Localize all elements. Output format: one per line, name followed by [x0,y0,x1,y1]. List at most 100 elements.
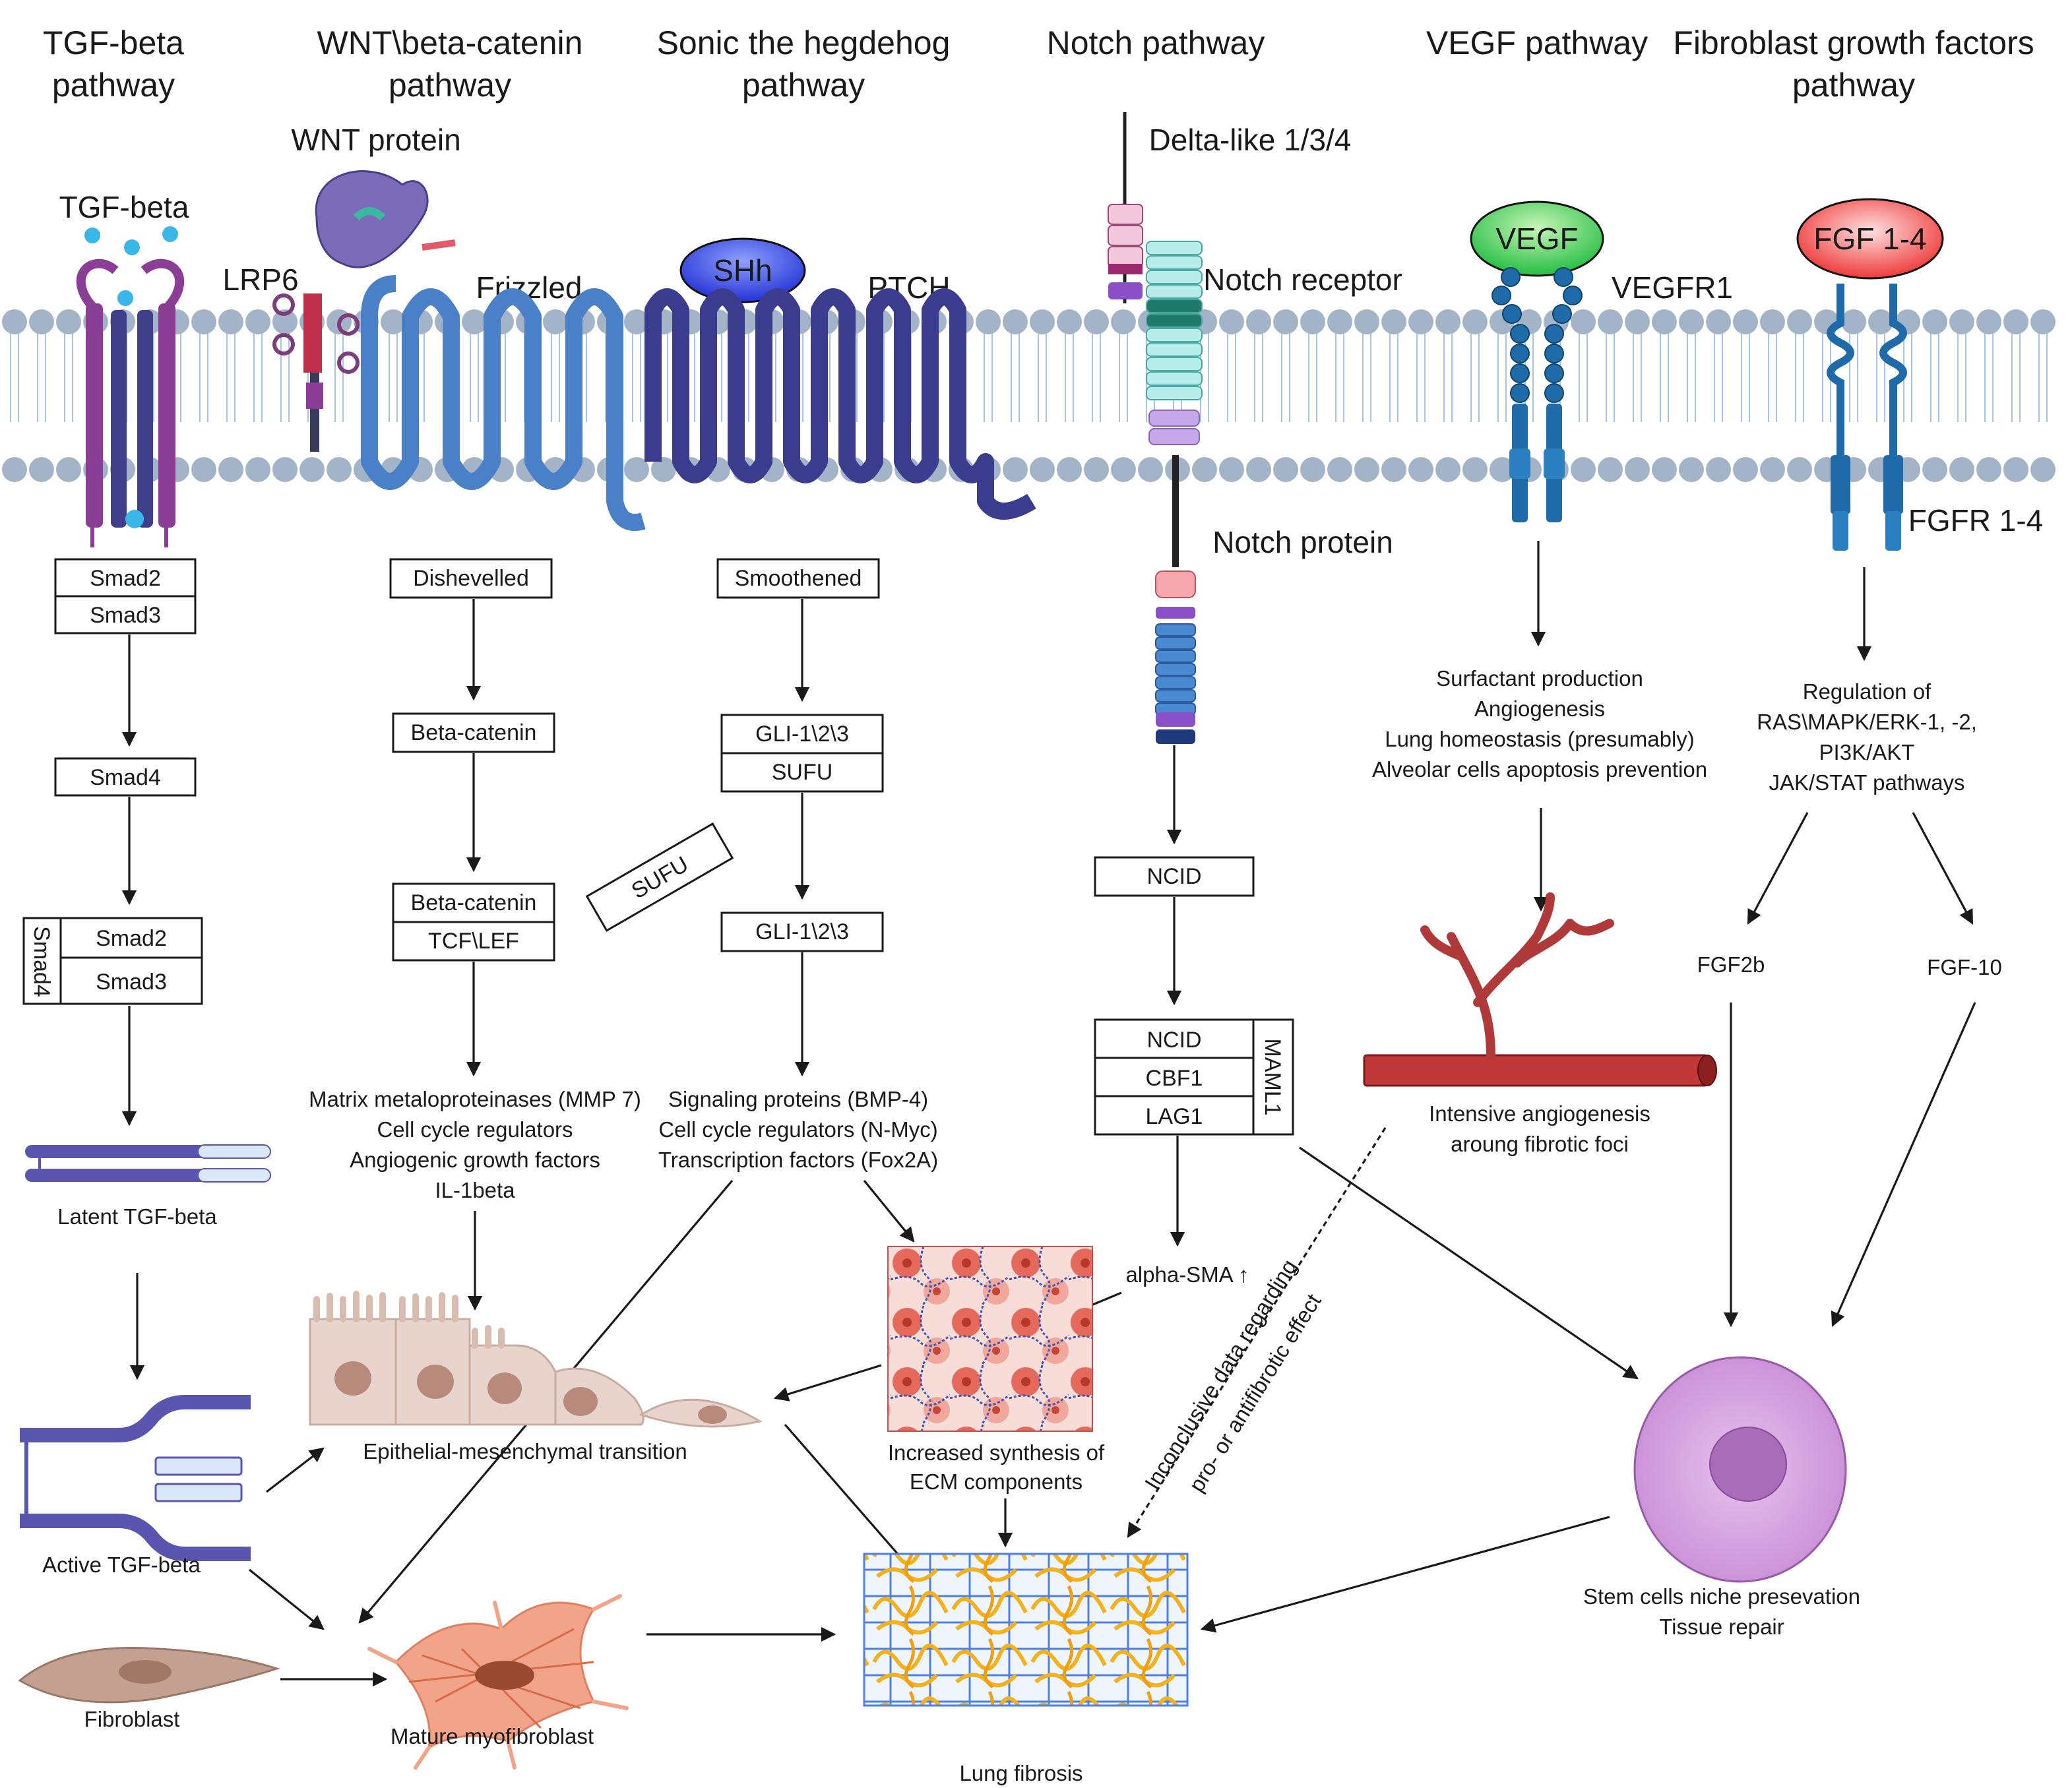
fgf-receptor: FGF 1-4 FGFR 1-4 [1796,198,2043,551]
lag1-box [1094,1095,1255,1136]
angiogenesis-line-1: Intensive angiogenesis [1429,1101,1650,1126]
gli-free-text: GLI-1\2\3 [755,919,849,944]
shh-column: Smoothened GLI-1\2\3 SUFU SUFU GLI-1\2\3… [358,558,938,1624]
cbf1-box [1094,1057,1255,1097]
label-fgfr: FGFR 1-4 [1908,503,2043,538]
tgf-beta-receptor: TGF-beta [59,190,189,547]
stem-cell-icon [1633,1356,1847,1583]
vegf-column: Surfactant production Angiogenesis Lung … [1363,541,1717,1156]
shh-ptch-complex: SHh PTCH [644,237,1036,520]
ncid-text: NCID [1146,864,1201,889]
label-lrp6: LRP6 [222,262,298,297]
wnt-protein-shape [315,170,429,268]
shh-effect-3: Transcription factors (Fox2A) [658,1148,938,1172]
lag1-text: LAG1 [1146,1104,1203,1129]
outcomes: Epithelial-mesenchymal transition Mature… [248,1246,1189,1785]
label-fgf: FGF 1-4 [1813,222,1926,256]
header-fgf-line1: Fibroblast growth factors [1673,24,2034,61]
smad2-text: Smad2 [90,566,161,591]
label-notch-receptor: Notch receptor [1203,262,1402,297]
stem-line-1: Stem cells niche presevation [1583,1584,1860,1609]
blood-vessel-icon [1363,892,1717,1087]
shh-effect-1: Signaling proteins (BMP-4) [668,1087,928,1111]
smad3-box [54,595,197,634]
alpha-sma-text: alpha-SMA ↑ [1125,1262,1249,1287]
wnt-effect-2: Cell cycle regulators [377,1117,573,1142]
lung-fibrosis-text: Lung fibrosis [959,1761,1083,1785]
tcf-lef-box [392,921,555,962]
complex-smad2-box [59,917,203,959]
fgf-column: Regulation of RAS\MAPK/ERK-1, -2, PI3K/A… [1200,567,2002,1639]
label-notch-protein: Notch protein [1212,525,1393,559]
smad-complex-side-text: Smad4 [29,926,54,997]
emt-cells-icon [309,1291,763,1428]
header-tgf-line1: TGF-beta [43,24,184,61]
label-shh: SHh [713,253,772,288]
latent-tgf-text: Latent TGF-beta [57,1204,217,1229]
complex-smad3-box [59,956,203,1005]
header-notch: Notch pathway [1047,24,1265,61]
fgf-regulation-2: RAS\MAPK/ERK-1, -2, [1757,710,1977,734]
myofibroblast-text: Mature myofibroblast [391,1724,594,1748]
fgf10-text: FGF-10 [1927,955,2002,979]
complex-ncid-text: NCID [1146,1028,1201,1053]
wnt-frizzled-complex: WNT protein LRP6 Frizzled [222,123,646,531]
label-tgf-beta-ligand: TGF-beta [59,190,189,224]
lung-fibrosis-icon [863,1553,1189,1707]
gli-free-box [720,911,884,952]
header-tgf-line2: pathway [52,67,175,104]
wnt-column: Dishevelled Beta-catenin Beta-catenin TC… [309,558,641,1311]
header-wnt-line2: pathway [389,67,511,104]
frizzled-receptor [361,275,646,531]
fibroblast-cell-icon [18,1647,281,1704]
stem-line-2: Tissue repair [1659,1615,1784,1639]
complex-beta-catenin-box [392,882,555,923]
beta-catenin-box [392,712,555,753]
ecm-line-2: ECM components [910,1469,1083,1494]
beta-catenin-text: Beta-catenin [411,720,537,745]
smad2-box [54,558,197,598]
label-vegf: VEGF [1495,222,1578,256]
shh-effect-2: Cell cycle regulators (N-Myc) [658,1117,938,1142]
smad4-text: Smad4 [90,765,161,790]
wnt-effect-1: Matrix metaloproteinases (MMP 7) [309,1087,641,1111]
header-wnt-line1: WNT\beta-catenin [317,24,583,61]
ecm-tissue-icon [887,1246,1093,1432]
header-shh-line2: pathway [742,67,865,104]
angiogenesis-line-2: aroung fibrotic foci [1451,1132,1629,1156]
gli-complex-box [720,714,884,755]
fgf-regulation-4: JAK/STAT pathways [1769,770,1964,795]
smad4-box [54,757,197,797]
ptch-receptor [644,288,1036,520]
vegf-effect-1: Surfactant production [1436,666,1643,691]
fibroblast-text: Fibroblast [84,1707,180,1731]
label-vegfr1: VEGFR1 [1612,270,1733,305]
sufu-free-box [585,822,734,933]
gli-complex-text: GLI-1\2\3 [755,722,849,747]
myofibroblast-icon [367,1594,629,1770]
fgf-regulation-1: Regulation of [1803,679,1931,704]
maml1-text: MAML1 [1260,1038,1285,1115]
vegf-receptor: VEGF VEGFR1 [1470,200,1733,522]
emt-text: Epithelial-mesenchymal transition [363,1439,687,1464]
sufu-complex-text: SUFU [772,760,833,785]
complex-beta-catenin-text: Beta-catenin [411,890,537,915]
header-vegf: VEGF pathway [1426,24,1648,61]
header-shh-line1: Sonic the hegdehog [657,24,951,61]
fgf-regulation-3: PI3K/AKT [1819,740,1915,764]
maml1-box [1252,1018,1294,1136]
tgf-column: Smad2 Smad3 Smad4 Smad4 Smad2 Smad3 Late… [18,558,281,1731]
wnt-effect-4: IL-1beta [435,1178,515,1202]
vegf-effect-4: Alveolar cells apoptosis prevention [1372,757,1707,782]
dishevelled-text: Dishevelled [413,566,529,591]
active-tgf-text: Active TGF-beta [42,1553,201,1577]
cbf1-text: CBF1 [1146,1066,1203,1091]
dishevelled-box [389,558,553,599]
sufu-free-group: SUFU [585,822,734,933]
complex-smad2-text: Smad2 [96,926,167,951]
smoothened-text: Smoothened [735,566,862,591]
ncid-box [1094,856,1255,897]
label-delta-like: Delta-like 1/3/4 [1149,123,1352,157]
smad-complex-side-box [22,917,62,1005]
latent-tgf-beta-icon [25,1144,271,1183]
